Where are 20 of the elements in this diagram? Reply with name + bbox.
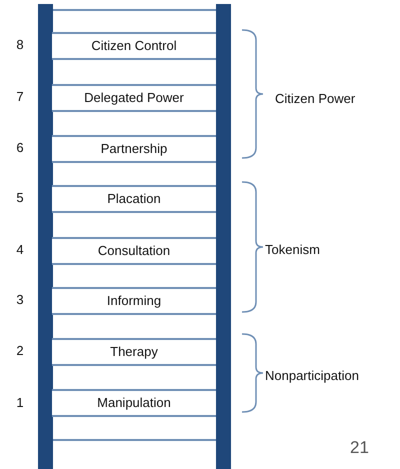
group-label: Citizen Power [275, 91, 356, 106]
ladder-rung: Informing [52, 287, 216, 315]
ladder-rung: Delegated Power [52, 84, 216, 112]
ladder-rung: Therapy [52, 338, 216, 366]
step-number: 7 [15, 89, 25, 104]
step-number: 2 [15, 343, 25, 358]
step-number: 4 [15, 242, 25, 257]
step-number: 5 [15, 190, 25, 205]
group-label: Nonparticipation [265, 368, 359, 383]
page-number: 21 [350, 438, 369, 458]
step-number: 6 [15, 140, 25, 155]
group-label: Tokenism [265, 242, 320, 257]
ladder-rung: Partnership [52, 135, 216, 163]
ladder-rung: Consultation [52, 237, 216, 265]
ladder-rung: Manipulation [52, 389, 216, 417]
step-number: 3 [15, 292, 25, 307]
step-number: 8 [15, 37, 25, 52]
ladder-rung: Placation [52, 185, 216, 213]
step-number: 1 [15, 395, 25, 410]
ladder-rung: Citizen Control [52, 32, 216, 60]
